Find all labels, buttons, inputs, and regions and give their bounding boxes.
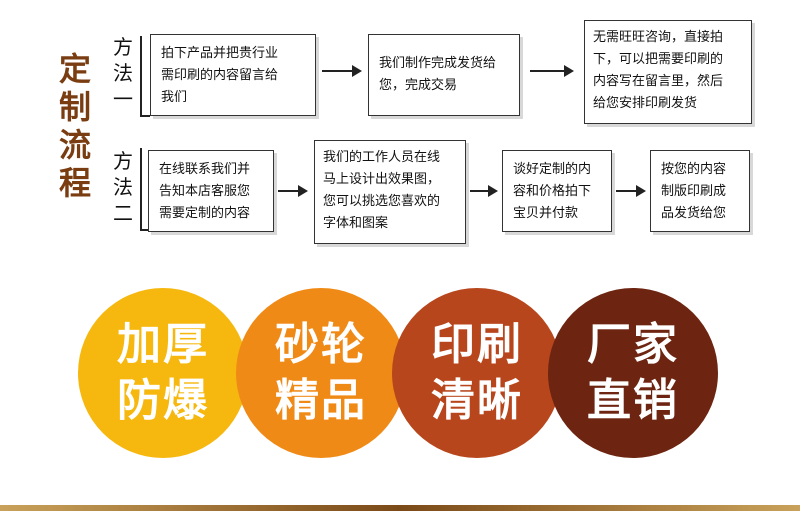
title-char: 流 [58,126,91,164]
method-label-char: 方 [113,35,133,59]
method-one-bracket-tick [140,115,150,117]
feature-line-1: 印刷 [431,319,523,370]
method-two-step-1: 在线联系我们并 告知本店客服您 需要定制的内容 [148,150,274,232]
method-label-char: 法 [113,61,133,85]
method-label-char: 二 [113,201,133,225]
title-char: 程 [58,164,91,202]
method-one-bracket [140,36,142,116]
arrow-right-icon [530,62,574,80]
arrow-right-icon [322,62,362,80]
feature-line-1: 砂轮 [275,319,367,370]
feature-circle-printing: 印刷 清晰 [392,288,562,458]
method-two-bracket-tick [140,229,150,231]
feature-circle-factory: 厂家 直销 [548,288,718,458]
feature-circle-thick: 加厚 防爆 [78,288,248,458]
method-one-step-2: 我们制作完成发货给 您，完成交易 [368,34,520,116]
title-char: 制 [58,88,91,126]
feature-line-2: 防爆 [117,375,209,426]
method-two-step-2: 我们的工作人员在线 马上设计出效果图， 您可以挑选您喜欢的 字体和图案 [314,140,466,244]
arrow-right-icon [470,182,498,200]
feature-line-2: 精品 [275,375,367,426]
method-two-step-3: 谈好定制的内 容和价格拍下 宝贝并付款 [502,150,612,232]
method-two-label: 方 法 二 [108,148,138,226]
method-label-char: 法 [113,175,133,199]
method-label-char: 一 [113,87,133,111]
feature-line-2: 直销 [587,375,679,426]
method-label-char: 方 [113,149,133,173]
bottom-divider [0,505,800,511]
feature-line-1: 加厚 [117,319,209,370]
title-char: 定 [58,50,91,88]
method-one-step-1: 拍下产品并把贵行业 需印刷的内容留言给 我们 [150,34,316,116]
method-one-label: 方 法 一 [108,34,138,112]
method-two-step-4: 按您的内容 制版印刷成 品发货给您 [650,150,750,232]
arrow-right-icon [278,182,308,200]
arrow-right-icon [616,182,646,200]
feature-circle-grinding: 砂轮 精品 [236,288,406,458]
feature-line-2: 清晰 [431,375,523,426]
method-one-step-3: 无需旺旺咨询，直接拍 下，可以把需要印刷的 内容写在留言里，然后 给您安排印刷发… [584,20,752,124]
feature-line-1: 厂家 [587,319,679,370]
method-two-bracket [140,148,142,230]
